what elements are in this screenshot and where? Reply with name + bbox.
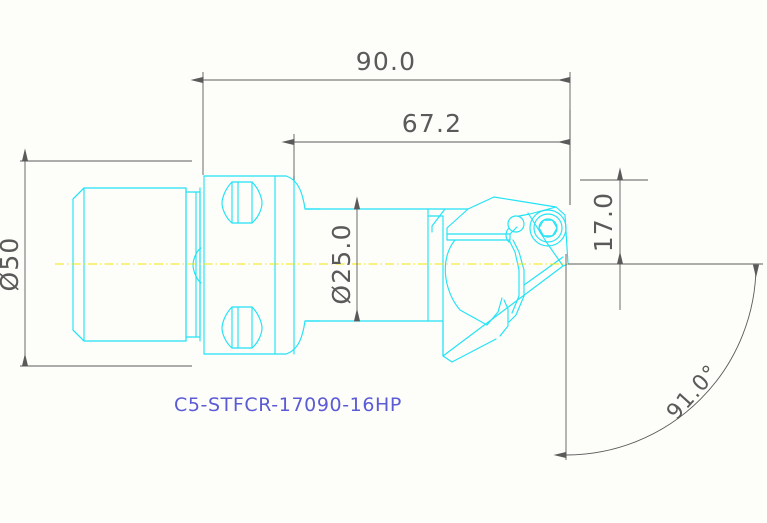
dimension-head-offset-text: 17.0 (589, 192, 618, 252)
dimension-body-diameter-text: Ø25.0 (327, 223, 356, 304)
dimension-lead-angle-text: 91.0° (662, 360, 724, 425)
dimension-annotations: 90.0 67.2 Ø50 Ø25.0 (0, 47, 763, 460)
dimension-shank-diameter: Ø50 (0, 148, 192, 367)
dimension-overall-length-text: 90.0 (356, 47, 416, 76)
insert-pocket (444, 208, 525, 337)
dimension-head-length-text: 67.2 (402, 109, 462, 138)
cutting-head-body (427, 196, 569, 357)
part-number-label: C5-STFCR-17090-16HP (174, 394, 402, 416)
clamp-screw (529, 209, 567, 247)
pivot-boss (505, 206, 557, 243)
head-facets (442, 212, 564, 363)
dimension-overall-length: 90.0 (190, 47, 571, 205)
drive-slot-upper (221, 181, 263, 224)
cylindrical-body (304, 208, 429, 322)
drive-slot-lower (221, 306, 263, 349)
dimension-lead-angle: 91.0° (553, 254, 763, 460)
dimension-body-diameter: Ø25.0 (327, 196, 361, 322)
part-geometry (72, 175, 569, 363)
dimension-head-offset: 17.0 (568, 167, 648, 310)
dimension-shank-diameter-text: Ø50 (0, 236, 24, 291)
flange-to-shaft-fillet (274, 175, 321, 355)
dimension-head-length: 67.2 (281, 109, 571, 205)
